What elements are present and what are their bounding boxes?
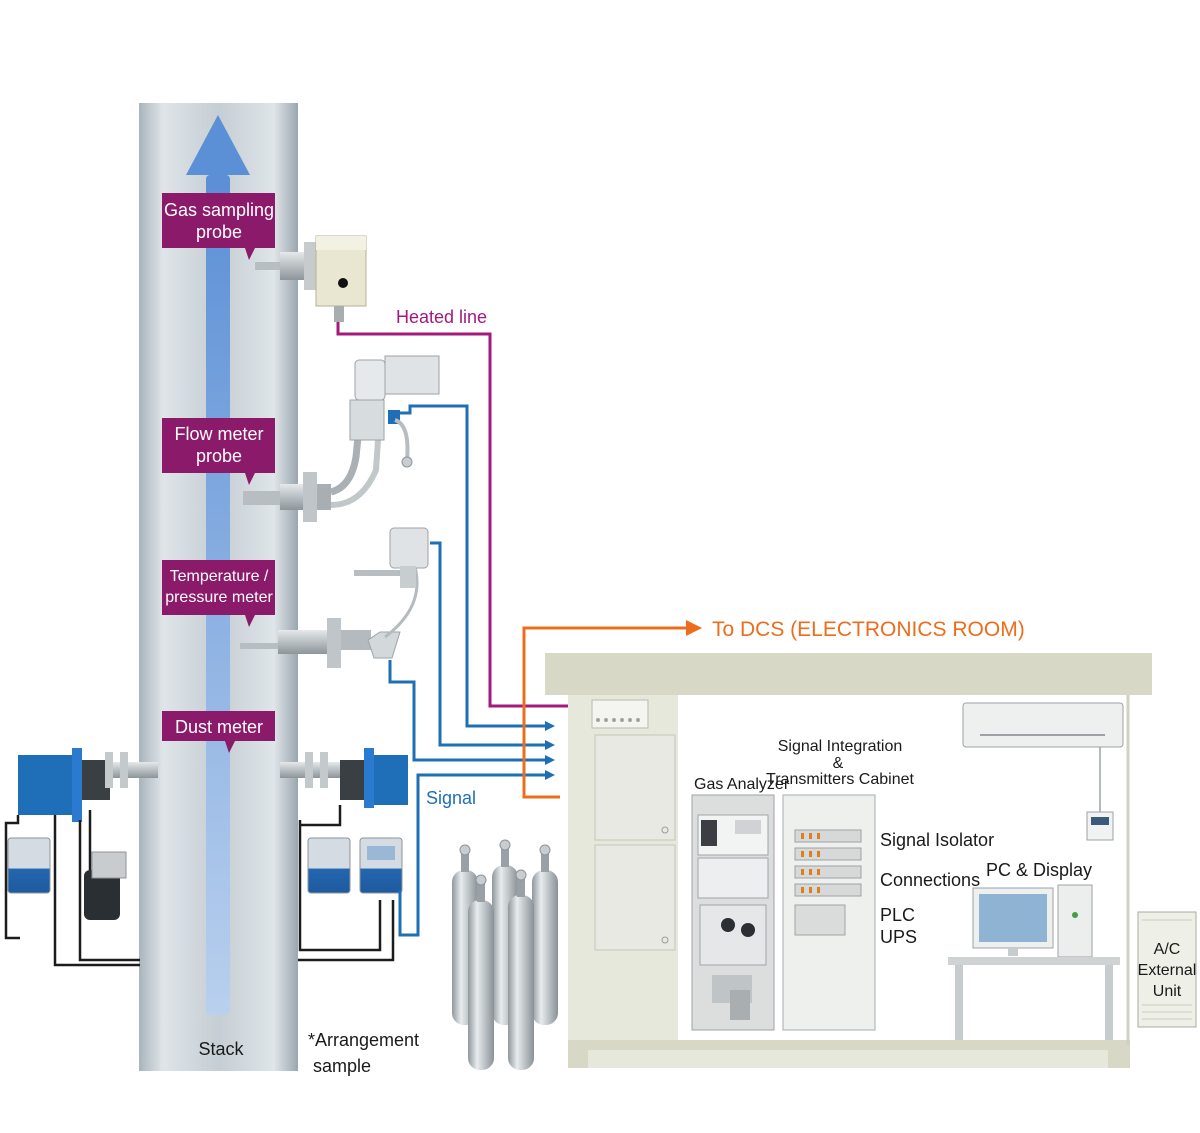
connections-label: Connections — [880, 870, 980, 890]
arrangement-note: *Arrangement — [308, 1030, 419, 1050]
ac-indoor-unit — [962, 702, 1124, 812]
pc-display-label: PC & Display — [986, 860, 1092, 880]
dcs-arrowhead — [686, 620, 702, 636]
cabinet-label-3: Transmitters Cabinet — [766, 771, 914, 788]
ups-label: UPS — [880, 927, 917, 947]
stack-label: Stack — [198, 1039, 244, 1059]
heated-line — [336, 322, 622, 708]
cabinet-label-1: Signal Integration — [778, 738, 903, 755]
svg-text:probe: probe — [196, 222, 242, 242]
transmitter-right-2 — [359, 837, 403, 894]
signal-arrowheads — [545, 721, 555, 780]
gas-analyzer-label: Gas Analyzer — [694, 776, 790, 793]
dust-meter-left — [18, 748, 158, 822]
ground-cables — [4, 805, 395, 967]
dust-meter-right — [280, 748, 408, 808]
gas-analyzer-rack — [691, 794, 775, 1031]
shelter-left-panel — [591, 699, 676, 951]
plc-label: PLC — [880, 905, 915, 925]
gas-sampling-probe — [255, 235, 367, 322]
heated-line-label: Heated line — [396, 307, 487, 327]
pc-workstation — [948, 884, 1120, 1040]
ac-external-unit — [1137, 911, 1197, 1028]
svg-text:Dust meter: Dust meter — [175, 717, 263, 737]
callout-dust-meter: Dust meter — [162, 711, 275, 753]
callout-flow-meter: Flow meter probe — [162, 418, 275, 485]
svg-text:Temperature /: Temperature / — [170, 568, 269, 585]
dust-blower-left — [84, 851, 127, 920]
callout-temperature: Temperature / pressure meter — [162, 560, 275, 627]
svg-text:pressure meter: pressure meter — [165, 589, 273, 606]
signal-integration-cabinet — [782, 794, 876, 1031]
thermostat — [1086, 811, 1114, 841]
ac-label-1: A/C — [1154, 941, 1181, 958]
gas-cylinders — [452, 839, 558, 1070]
transmitter-right-1 — [307, 837, 351, 894]
arrangement-note-2: sample — [313, 1056, 371, 1076]
dcs-line — [522, 626, 689, 799]
callout-gas-sampling: Gas sampling probe — [162, 193, 275, 260]
flow-meter-probe — [243, 355, 440, 522]
ac-label-2: External — [1138, 962, 1197, 979]
dcs-label: To DCS (ELECTRONICS ROOM) — [712, 618, 1025, 641]
signal-label: Signal — [426, 788, 476, 808]
cabinet-label-2: & — [833, 755, 844, 772]
signal-isolator-label: Signal Isolator — [880, 830, 994, 850]
signal-lines — [388, 404, 547, 937]
ac-label-3: Unit — [1153, 983, 1182, 1000]
svg-text:Gas sampling: Gas sampling — [164, 200, 274, 220]
transmitter-left — [7, 837, 51, 894]
svg-text:Flow meter: Flow meter — [174, 424, 263, 444]
temperature-pressure-meter — [240, 527, 429, 668]
svg-text:probe: probe — [196, 446, 242, 466]
